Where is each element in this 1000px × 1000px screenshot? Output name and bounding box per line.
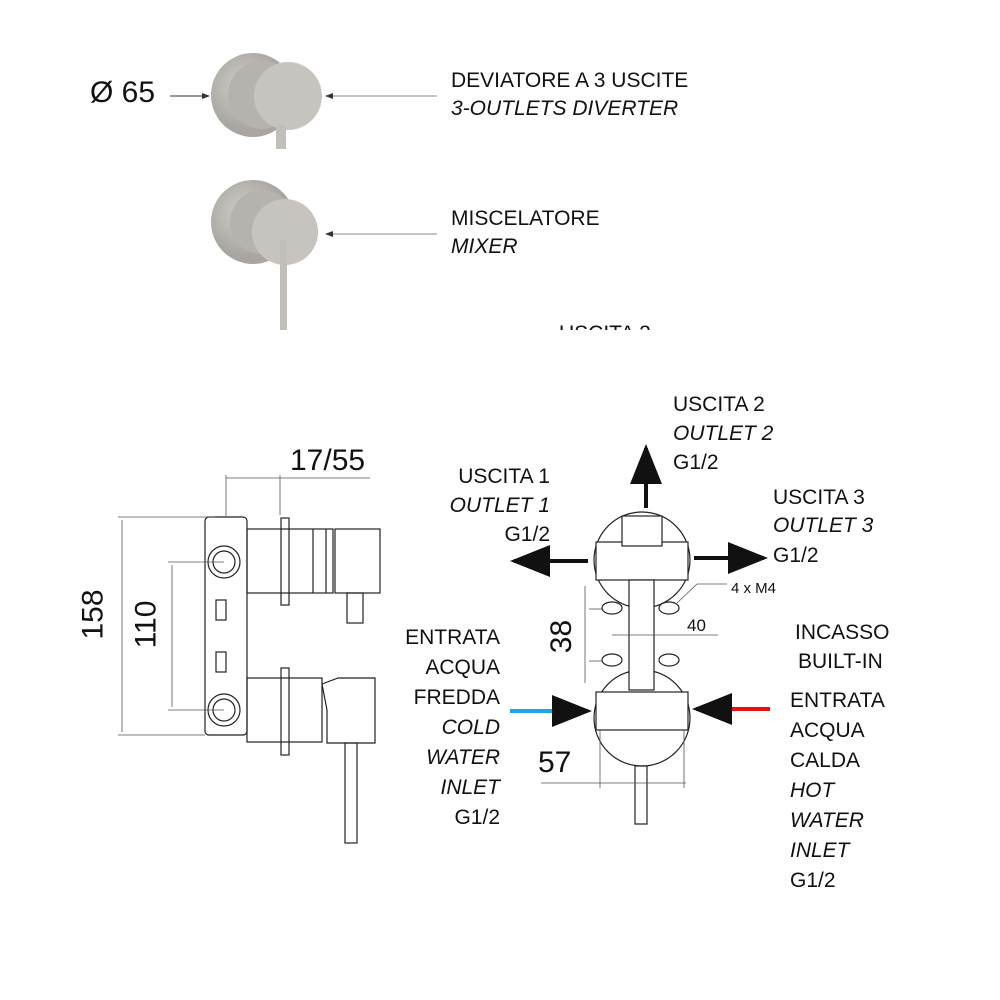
dim-17-55: 17/55	[290, 444, 366, 477]
outlet3-it: USCITA 3	[773, 486, 865, 509]
dim-57: 57	[538, 746, 572, 779]
front-view	[541, 511, 727, 825]
outlet2-it: USCITA 2	[673, 393, 765, 416]
hot-l6: INLET	[790, 839, 850, 862]
cold-thread: G1/2	[454, 806, 500, 829]
side-view	[118, 475, 381, 844]
cold-l5: WATER	[426, 746, 500, 769]
outlet2-thread: G1/2	[673, 451, 719, 474]
outlet1-it: USCITA 1	[458, 465, 550, 488]
screws-label: 4 x M4	[731, 580, 777, 597]
hot-l4: HOT	[790, 779, 835, 802]
mixer-label-en: MIXER	[451, 235, 518, 258]
dim-38: 38	[545, 619, 579, 654]
diverter-image	[211, 53, 322, 149]
cold-l4: COLD	[441, 716, 500, 739]
diverter-label-en: 3-OUTLETS DIVERTER	[451, 97, 679, 120]
mixer-image	[211, 180, 318, 330]
cold-l3: FREDDA	[413, 686, 500, 709]
outlet3-en: OUTLET 3	[773, 514, 874, 537]
hot-l3: CALDA	[790, 749, 861, 772]
cold-l1: ENTRATA	[405, 626, 500, 649]
diverter-label-it: DEVIATORE A 3 USCITE	[451, 69, 689, 92]
cold-l6: INLET	[440, 776, 500, 799]
builtin-en: BUILT-IN	[798, 650, 883, 673]
hot-thread: G1/2	[790, 869, 836, 892]
hot-l5: WATER	[790, 809, 864, 832]
hot-l1: ENTRATA	[790, 689, 885, 712]
outlet1-thread: G1/2	[504, 523, 550, 546]
outlet1-en: OUTLET 1	[449, 494, 550, 517]
mixer-label-it: MISCELATORE	[451, 207, 600, 230]
cold-l2: ACQUA	[425, 656, 500, 679]
clipped-label-text: USCITA 2	[559, 322, 651, 330]
outlet3-thread: G1/2	[773, 544, 819, 567]
builtin-it: INCASSO	[795, 621, 890, 644]
dim-40: 40	[687, 616, 706, 635]
diameter-label: Ø 65	[90, 76, 156, 109]
outlet2-en: OUTLET 2	[673, 422, 774, 445]
dim-110: 110	[129, 600, 163, 649]
hot-l2: ACQUA	[790, 719, 865, 742]
clipped-label: USCITA 2	[555, 318, 675, 330]
dim-158: 158	[76, 589, 110, 640]
